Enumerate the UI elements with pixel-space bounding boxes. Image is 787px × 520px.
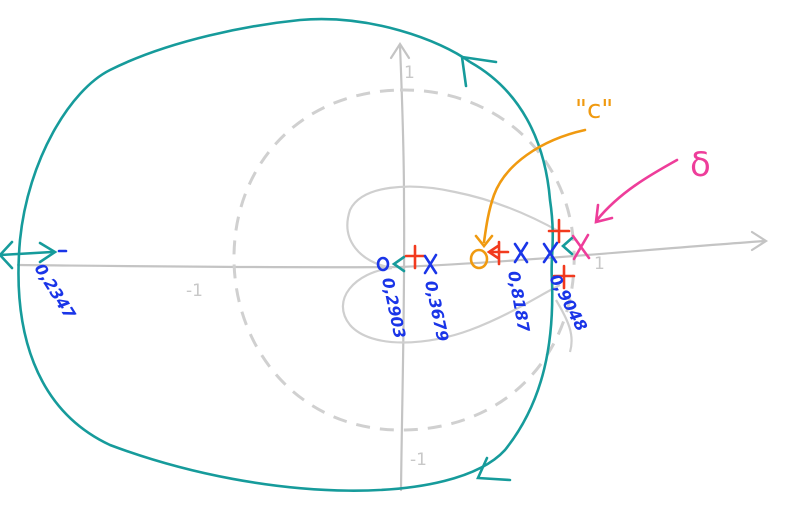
axis-teal-marks: [391, 236, 574, 273]
red-arrow-mid: [486, 244, 500, 260]
orange-arrow-shaft: [482, 128, 587, 244]
pole-marker-3: [542, 241, 559, 264]
unit-circle: [232, 88, 576, 432]
contour-direction-arrows: [0, 55, 512, 482]
teal-arrow-origin: [391, 255, 406, 273]
delta-label: δ: [690, 145, 711, 185]
pole-marker-2: [513, 241, 529, 264]
imag-axis-neg-label: -1: [410, 450, 427, 470]
arrow-left-out: [38, 241, 58, 264]
imag-axis-pos-label: 1: [404, 63, 415, 83]
label-pole-2: 0,8187: [504, 269, 534, 334]
real-axis-neg-label: -1: [186, 281, 203, 301]
label-left-outer: 0,2347: [31, 260, 80, 323]
quote-c-label: "c": [575, 95, 613, 125]
pink-annotation: [571, 158, 679, 261]
nyquist-contour: [17, 17, 555, 492]
real-axis-arrowhead: [750, 230, 769, 252]
real-axis: [16, 239, 767, 269]
pole-marker-1: [423, 253, 438, 275]
zero-marker-origin: [376, 256, 390, 272]
arrow-left: [0, 240, 54, 270]
pink-arrow-head: [594, 203, 614, 224]
red-plus-lower: [552, 264, 576, 290]
label-pole-1: 0,3679: [421, 279, 452, 343]
root-locus-loop: [341, 185, 573, 353]
red-plus-upper: [547, 218, 571, 244]
arrow-top-right: [460, 55, 498, 88]
orange-annotation: [469, 128, 587, 270]
teal-arrow-near-one: [561, 236, 574, 256]
orange-zero-marker: [469, 248, 489, 270]
orange-arrow-head: [474, 234, 494, 249]
red-marks: [404, 218, 576, 290]
imaginary-axis-arrowhead: [389, 41, 411, 60]
arrow-bottom-right: [476, 456, 512, 482]
pink-pole-marker: [571, 233, 591, 261]
imaginary-axis: [398, 44, 406, 492]
real-axis-pos-label: 1: [594, 254, 605, 274]
red-plus-origin: [404, 244, 426, 270]
poles-zeros: [57, 241, 559, 275]
pink-arrow-shaft: [595, 158, 679, 222]
